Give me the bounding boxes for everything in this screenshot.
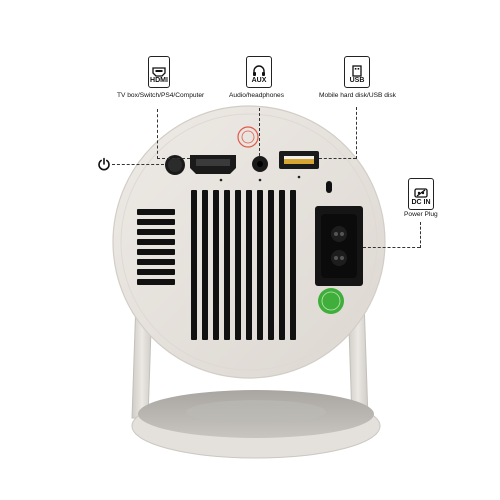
usb-leader-v bbox=[356, 107, 357, 159]
usb-icon bbox=[352, 65, 362, 77]
power-icon bbox=[98, 157, 110, 171]
side-vent bbox=[137, 209, 175, 285]
dc-leader-h bbox=[363, 247, 420, 248]
hdmi-icon-box: HDMI bbox=[148, 56, 170, 88]
aux-leader bbox=[259, 108, 260, 156]
usb-icon-box: USB bbox=[344, 56, 370, 88]
hdmi-label: TV box/Switch/PS4/Computer bbox=[117, 92, 205, 99]
dc-leader-v bbox=[420, 222, 421, 248]
dc-icon-text: DC IN bbox=[411, 199, 431, 206]
dc-label: Power Plug bbox=[404, 211, 438, 218]
hdmi-icon bbox=[152, 67, 166, 77]
hdmi-leader-v bbox=[157, 109, 158, 159]
dc-icon-box: DC IN bbox=[408, 178, 434, 210]
aux-icon-text: AUX bbox=[251, 77, 267, 84]
usb-icon-text: USB bbox=[349, 77, 365, 84]
main-vent bbox=[191, 190, 296, 340]
dc-plug-icon bbox=[414, 188, 428, 198]
qc-stamp bbox=[237, 126, 259, 148]
power-button-leader bbox=[112, 164, 164, 165]
aux-label: Audio/headphones bbox=[229, 92, 284, 99]
hdmi-leader-h bbox=[157, 158, 190, 159]
indicator-light bbox=[326, 181, 332, 193]
aux-icon-box: AUX bbox=[246, 56, 272, 88]
usb-label: Mobile hard disk/USB disk bbox=[319, 92, 396, 99]
headphones-icon bbox=[253, 65, 265, 76]
usb-leader-h bbox=[319, 158, 356, 159]
hdmi-icon-text: HDMI bbox=[150, 77, 168, 84]
